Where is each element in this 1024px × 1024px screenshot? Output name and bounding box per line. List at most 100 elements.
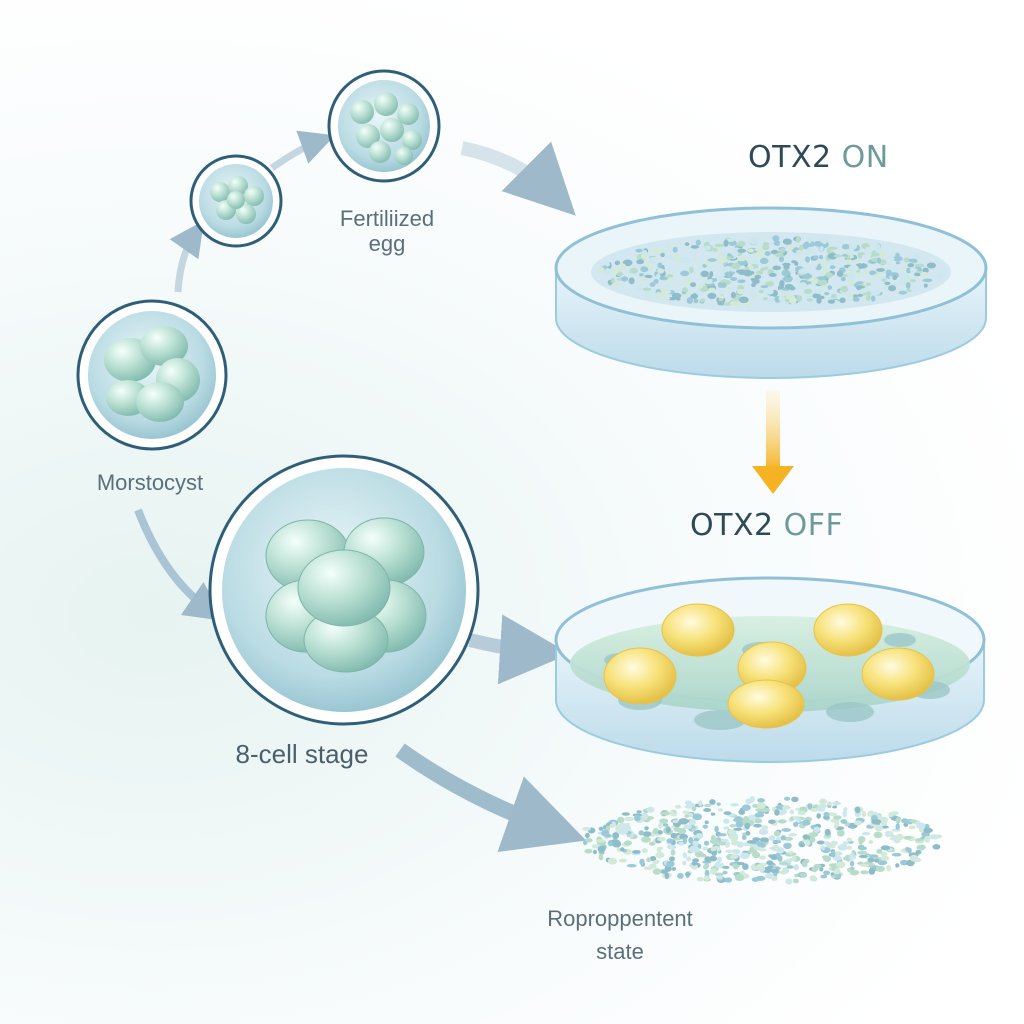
arrow-morula-to-eightcell xyxy=(134,508,226,622)
cell-speck xyxy=(895,261,901,265)
cell-speck xyxy=(696,876,704,882)
cell-speck xyxy=(672,246,678,253)
cell-speck xyxy=(827,299,836,304)
cell-speck xyxy=(861,832,871,836)
cell-speck xyxy=(827,802,833,806)
cell-speck xyxy=(684,800,693,805)
cell-speck xyxy=(703,808,712,812)
cell-speck xyxy=(858,836,866,843)
cell-speck xyxy=(708,287,716,292)
cell-speck xyxy=(924,835,931,843)
cell-speck xyxy=(865,295,871,301)
cell-speck xyxy=(726,238,734,242)
cell-speck xyxy=(901,818,909,824)
arrow-eightcell-to-dish-off xyxy=(468,614,570,685)
cell-speck xyxy=(714,243,725,248)
cell-speck xyxy=(725,289,730,294)
cell-speck xyxy=(781,828,791,832)
cell-speck xyxy=(779,247,786,254)
cell-speck xyxy=(825,272,833,278)
cell-speck xyxy=(816,805,826,812)
cell-speck xyxy=(865,282,871,286)
cell-speck xyxy=(888,285,897,292)
cell-speck xyxy=(640,266,649,273)
cell-speck xyxy=(908,258,918,263)
cell-speck xyxy=(690,293,699,299)
cell-speck xyxy=(922,267,929,274)
cell-speck xyxy=(749,292,757,297)
cell-speck xyxy=(789,809,794,815)
cell-speck xyxy=(743,269,753,277)
cell-speck xyxy=(692,257,698,262)
cell-speck xyxy=(797,810,806,816)
cell-speck xyxy=(805,839,811,846)
cell-speck xyxy=(802,834,810,840)
cell-speck xyxy=(752,851,761,858)
cell-speck xyxy=(906,288,912,293)
label-reprogramming-line2: state xyxy=(596,939,644,965)
cell-speck xyxy=(809,836,816,843)
cell-speck xyxy=(752,251,763,257)
cell-speck xyxy=(652,827,659,835)
cell-speck xyxy=(871,288,881,296)
cell-speck xyxy=(783,244,788,248)
cell-speck xyxy=(657,262,663,269)
cell-speck xyxy=(783,836,794,841)
cell-speck xyxy=(813,289,824,294)
cell-speck xyxy=(773,240,781,247)
small-cell-cluster xyxy=(189,154,283,248)
cell-speck xyxy=(869,270,877,276)
cell-speck xyxy=(881,825,889,829)
cell-speck xyxy=(613,267,619,274)
cell-speck xyxy=(673,827,682,832)
cell-speck xyxy=(618,858,627,863)
cell-speck xyxy=(754,248,764,252)
cell-speck xyxy=(858,854,868,859)
cell-speck xyxy=(615,825,621,832)
cell-speck xyxy=(833,815,842,820)
cell-speck xyxy=(727,253,732,257)
cell-speck xyxy=(703,864,709,870)
cell-speck xyxy=(702,824,708,829)
cell-speck xyxy=(796,295,803,302)
cell-speck xyxy=(703,840,710,846)
cell-speck xyxy=(756,802,767,809)
cell-speck xyxy=(764,251,771,256)
cell-speck xyxy=(765,281,775,287)
cell-speck xyxy=(688,812,693,818)
cell-speck xyxy=(680,270,690,277)
dish-on-cells xyxy=(598,235,942,309)
cell-speck xyxy=(745,830,751,836)
cell-speck xyxy=(783,842,792,849)
cell-speck xyxy=(772,265,781,271)
cell-speck xyxy=(821,266,828,273)
cell-speck xyxy=(786,865,794,869)
label-morula-text: Morstocyst xyxy=(96,470,204,495)
cell-speck xyxy=(749,258,759,266)
cell-speck xyxy=(671,867,677,871)
cell-speck xyxy=(808,236,813,242)
flow-arrows xyxy=(134,130,794,852)
cell-speck xyxy=(773,840,782,844)
cell-speck xyxy=(720,282,727,289)
cell-speck xyxy=(628,277,635,285)
dish-off-colonies xyxy=(603,603,935,729)
cell-speck xyxy=(737,240,746,247)
cell-speck xyxy=(719,255,727,261)
cell-speck xyxy=(880,851,888,857)
cell-speck xyxy=(920,271,928,277)
cell-speck xyxy=(670,849,676,856)
cell-speck xyxy=(734,874,745,882)
cell-speck xyxy=(661,296,671,301)
otx2-on-gene: OTX2 xyxy=(748,140,832,175)
cell-speck xyxy=(757,848,767,852)
cell-speck xyxy=(779,280,785,287)
cell-speck xyxy=(730,803,740,807)
cell-speck xyxy=(794,261,799,266)
cell-speck xyxy=(785,878,793,885)
cell-speck xyxy=(678,257,689,263)
cell-speck xyxy=(833,254,843,258)
cell-speck xyxy=(731,291,736,299)
cell-speck xyxy=(652,868,662,875)
cell-speck xyxy=(777,819,787,824)
